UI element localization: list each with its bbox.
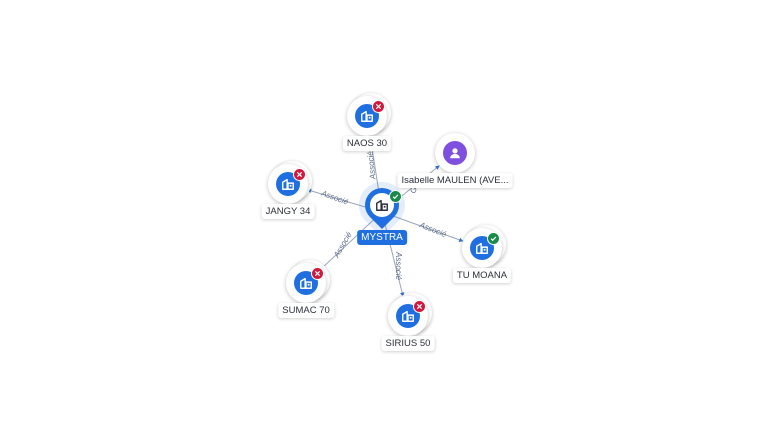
edge-label-sumac: Associé [331,230,354,260]
node-label: SUMAC 70 [278,303,334,318]
edge-arrow-isabelle [434,165,440,170]
edge-label-sirius: Associé [394,251,403,281]
close-icon [311,267,324,280]
person-icon [443,141,467,165]
node-label: JANGY 34 [261,204,315,219]
node-label: SIRIUS 50 [381,336,435,351]
check-icon [487,232,500,245]
close-icon [413,300,426,313]
close-icon [372,100,385,113]
edge-label-naos: Associé [366,150,378,180]
check-icon [389,190,402,203]
node-label: NAOS 30 [342,136,392,151]
edge-label-jangy: Associé [319,188,350,207]
node-label: TU MOANA [452,268,512,283]
edge-label-tumoana: Associé [417,220,448,239]
node-label: Isabelle MAULEN (AVE... [397,173,513,188]
close-icon [293,168,306,181]
center-node-label: MYSTRA [357,230,407,245]
